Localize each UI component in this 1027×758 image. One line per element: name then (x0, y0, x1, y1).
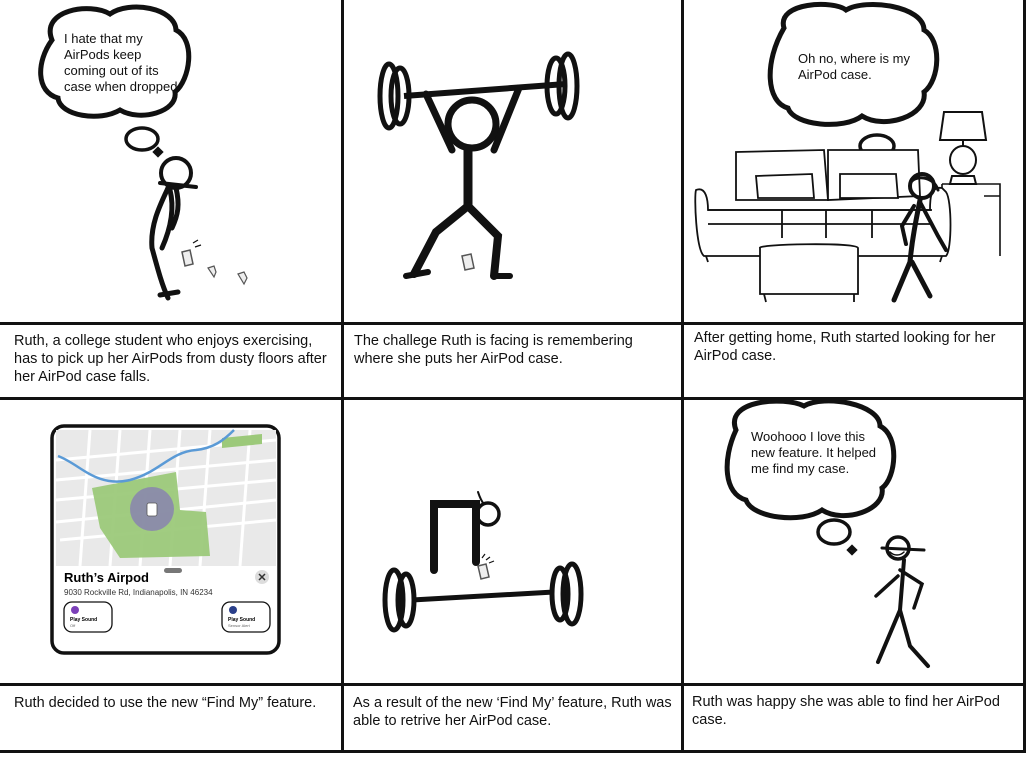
sheet-handle (164, 568, 182, 573)
airpod-case (461, 253, 475, 271)
sofa (694, 149, 952, 263)
barbell (377, 51, 580, 131)
grid-line (681, 0, 684, 752)
motion-lines (192, 239, 202, 248)
map-river (57, 429, 235, 483)
findmy-right-button-sub: Sensor Alert (228, 623, 250, 628)
panel-3-caption: After getting home, Ruth started looking… (694, 330, 996, 364)
airpod-case-marker (146, 502, 158, 517)
panel-1-caption: Ruth, a college student who enjoys exerc… (14, 333, 327, 385)
airpod-falling (237, 271, 248, 286)
grid-line (0, 397, 1026, 400)
thought-dot (124, 126, 160, 152)
panel-3-illustration (684, 0, 1023, 322)
thought-bubble (724, 400, 897, 521)
panel-6-illustration (684, 400, 1023, 683)
stick-figure-ruth (149, 156, 198, 301)
thought-dot (816, 518, 852, 546)
thought-bubble (767, 1, 940, 127)
map-park (222, 434, 262, 448)
panel-1-illustration (0, 0, 341, 322)
panel-3-bubble-text: Oh no, where is my AirPod case. (798, 51, 910, 82)
panel-5-illustration (344, 400, 681, 683)
panel-2-caption: The challege Ruth is facing is rememberi… (354, 333, 633, 367)
motion-lines (481, 553, 495, 564)
grid-line (0, 322, 1026, 325)
panel-1-bubble-text: I hate that my AirPods keep coming out o… (64, 31, 178, 94)
stick-figure-searching (891, 172, 948, 303)
findmy-device-address: 9030 Rockville Rd, Indianapolis, IN 4623… (64, 588, 213, 597)
stick-figure-bending (430, 491, 501, 574)
findmy-left-button-sub: Off (70, 623, 76, 628)
grid-line (341, 0, 344, 752)
alert-icon (229, 606, 237, 614)
findmy-device-title: Ruth’s Airpod (64, 570, 149, 585)
airpod-case-falling (181, 249, 194, 267)
panel-4-illustration (0, 400, 341, 683)
thought-dot (152, 146, 164, 158)
thought-bubble (38, 4, 192, 119)
grid-line (1023, 0, 1026, 752)
stick-figure-happy (874, 535, 930, 668)
airpod-case (477, 563, 490, 580)
findmy-left-button-label[interactable]: Play Sound (70, 617, 98, 623)
panel-2-illustration (344, 0, 681, 322)
panel-4-caption: Ruth decided to use the new “Find My” fe… (14, 695, 317, 711)
lamp (938, 111, 988, 185)
barbell (382, 561, 584, 633)
thought-dot (846, 544, 858, 556)
play-icon (71, 606, 79, 614)
grid-line (0, 683, 1026, 686)
findmy-right-button-label[interactable]: Play Sound (228, 617, 256, 623)
panel-5-caption: As a result of the new ‘Find My’ feature… (353, 695, 672, 729)
ottoman (759, 243, 859, 303)
grid-line (0, 750, 1026, 753)
panel-6-caption: Ruth was happy she was able to find her … (692, 694, 1000, 728)
panel-6-bubble-text: Woohooo I love this new feature. It help… (751, 429, 877, 476)
stick-figure-lifting (403, 84, 523, 280)
airpod-falling (207, 265, 217, 279)
close-icon (255, 570, 269, 584)
